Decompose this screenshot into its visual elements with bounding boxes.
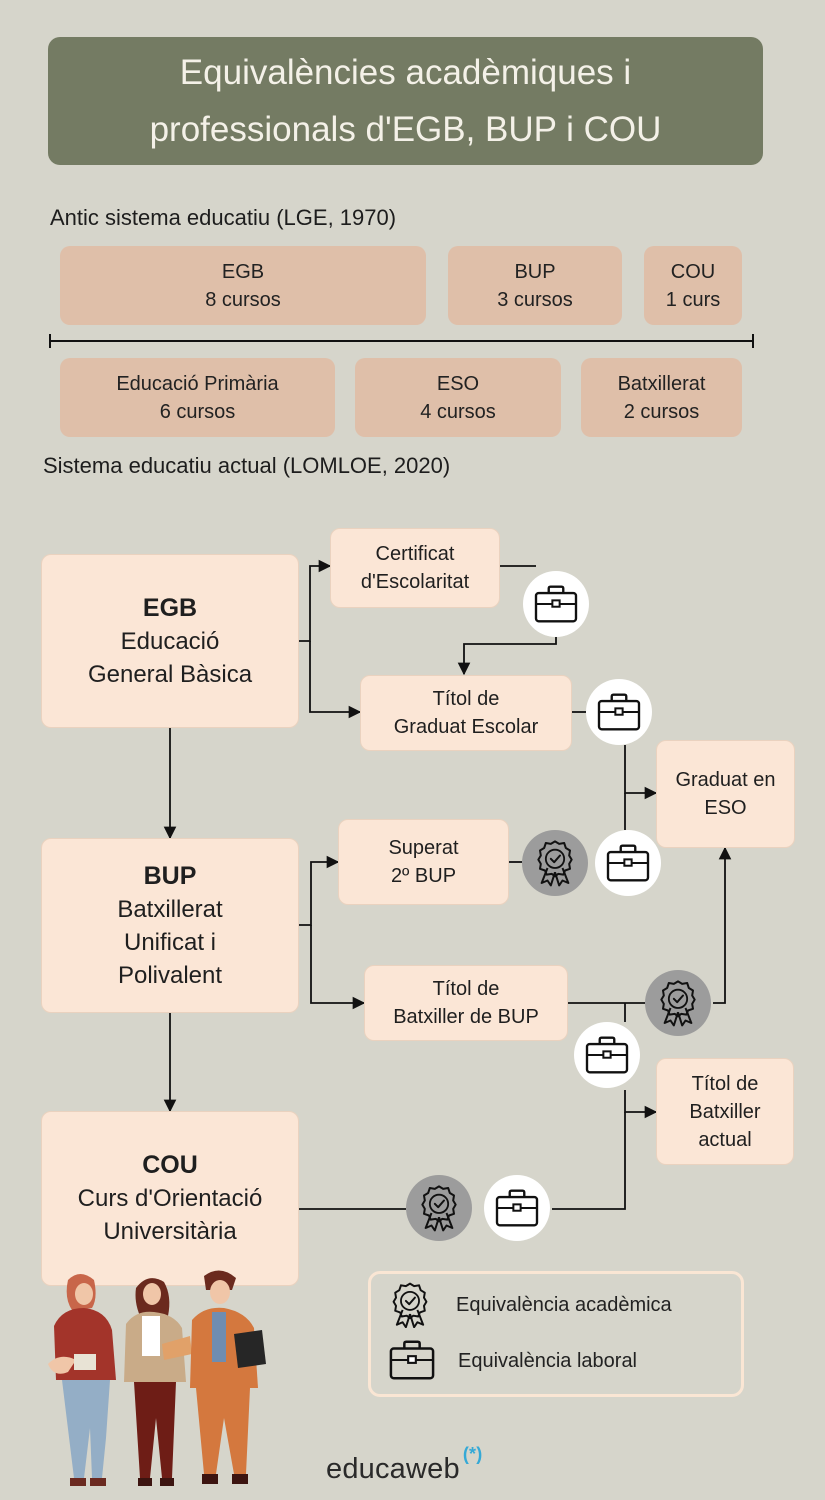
node-cou-line1: Curs d'Orientació: [77, 1185, 263, 1212]
logo-text: educaweb: [326, 1453, 460, 1485]
node-superat-line1: Superat: [388, 837, 459, 859]
timeline-divider: [50, 340, 753, 342]
node-certificat-line2: d'Escolaritat: [360, 571, 470, 593]
timeline-tick-left: [49, 334, 51, 348]
node-bup-line2: Unificat i: [123, 928, 217, 956]
briefcase-icon: [574, 1022, 640, 1088]
node-batxiller-bup-line2: Batxiller de BUP: [393, 1006, 539, 1028]
node-superat-line2: 2º BUP: [390, 865, 457, 887]
award-badge-icon: [522, 830, 588, 896]
page-title: Equivalències acadèmiques i professional…: [48, 37, 763, 165]
tag-name: Educació Primària: [116, 372, 279, 395]
old-system-label: Antic sistema educatiu (LGE, 1970): [50, 205, 397, 230]
node-batxiller-actual-line1: Títol de: [691, 1072, 759, 1095]
old-tag-cou: COU 1 curs: [644, 246, 742, 325]
title-line-1: Equivalències acadèmiques i: [179, 53, 632, 92]
node-batxiller-bup-line1: Títol de: [432, 978, 500, 1000]
node-bup-line3: Polivalent: [117, 961, 223, 989]
tag-name: ESO: [436, 372, 480, 395]
node-batxiller-actual-line2: Batxiller: [689, 1100, 761, 1123]
node-batxiller-actual-line3: actual: [698, 1128, 752, 1151]
briefcase-icon: [389, 1338, 435, 1387]
old-tag-bup: BUP 3 cursos: [448, 246, 622, 325]
legend-box: [368, 1271, 744, 1397]
node-egb-line2: General Bàsica: [87, 660, 253, 688]
person-1-illustration: [48, 1274, 116, 1486]
node-graduat-eso-line1: Graduat en: [675, 769, 776, 791]
briefcase-icon: [586, 679, 652, 745]
educaweb-logo: educaweb(*): [326, 1444, 482, 1486]
people-illustration: [48, 1270, 266, 1486]
tag-years: 8 cursos: [205, 288, 281, 311]
node-cou: COU Curs d'Orientació Universitària: [41, 1111, 299, 1286]
old-tag-egb: EGB 8 cursos: [60, 246, 426, 325]
briefcase-icon: [523, 571, 589, 637]
tag-name: COU: [670, 260, 716, 283]
tag-name: EGB: [221, 260, 265, 283]
tag-years: 1 curs: [665, 288, 721, 311]
award-badge-icon: [390, 1282, 430, 1333]
logo-mark: (*): [462, 1444, 483, 1464]
tag-years: 3 cursos: [497, 288, 573, 311]
node-batxiller-bup: Títol de Batxiller de BUP: [364, 965, 568, 1041]
new-tag-batxillerat: Batxillerat 2 cursos: [581, 358, 742, 437]
tag-name: BUP: [514, 260, 556, 283]
node-cou-abbr: COU: [142, 1151, 198, 1179]
node-egb-abbr: EGB: [142, 593, 198, 622]
briefcase-icon: [484, 1175, 550, 1241]
new-tag-primaria: Educació Primària 6 cursos: [60, 358, 335, 437]
legend-labor-label: Equivalència laboral: [458, 1350, 638, 1372]
node-graduat-escolar-line2: Graduat Escolar: [393, 716, 539, 738]
title-line-2: professionals d'EGB, BUP i COU: [149, 110, 662, 149]
node-bup-abbr: BUP: [143, 861, 197, 890]
node-certificat-escolaritat: Certificat d'Escolaritat: [330, 528, 500, 608]
node-graduat-escolar: Títol de Graduat Escolar: [360, 675, 572, 751]
person-2-illustration: [124, 1278, 192, 1486]
award-badge-icon: [406, 1175, 472, 1241]
node-batxiller-actual: Títol de Batxiller actual: [656, 1058, 794, 1165]
tag-years: 6 cursos: [159, 400, 236, 423]
legend-academic-label: Equivalència acadèmica: [456, 1294, 672, 1316]
node-superat-2-bup: Superat 2º BUP: [338, 819, 509, 905]
node-graduat-escolar-line1: Títol de: [432, 688, 500, 710]
award-badge-icon: [645, 970, 711, 1036]
tag-years: 2 cursos: [623, 400, 700, 423]
node-cou-line2: Universitària: [103, 1218, 237, 1245]
new-system-label: Sistema educatiu actual (LOMLOE, 2020): [43, 453, 451, 478]
node-bup: BUP Batxillerat Unificat i Polivalent: [41, 838, 299, 1013]
node-egb: EGB Educació General Bàsica: [41, 554, 299, 728]
new-tag-eso: ESO 4 cursos: [355, 358, 561, 437]
person-3-illustration: [190, 1270, 266, 1484]
tag-name: Batxillerat: [617, 372, 706, 395]
node-egb-line1: Educació: [120, 627, 220, 655]
timeline-tick-right: [752, 334, 754, 348]
node-graduat-eso-line2: ESO: [704, 797, 747, 819]
node-bup-line1: Batxillerat: [117, 895, 223, 923]
node-graduat-eso: Graduat en ESO: [656, 740, 795, 848]
briefcase-icon: [595, 830, 661, 896]
tag-years: 4 cursos: [420, 400, 496, 423]
node-certificat-line1: Certificat: [375, 543, 455, 565]
